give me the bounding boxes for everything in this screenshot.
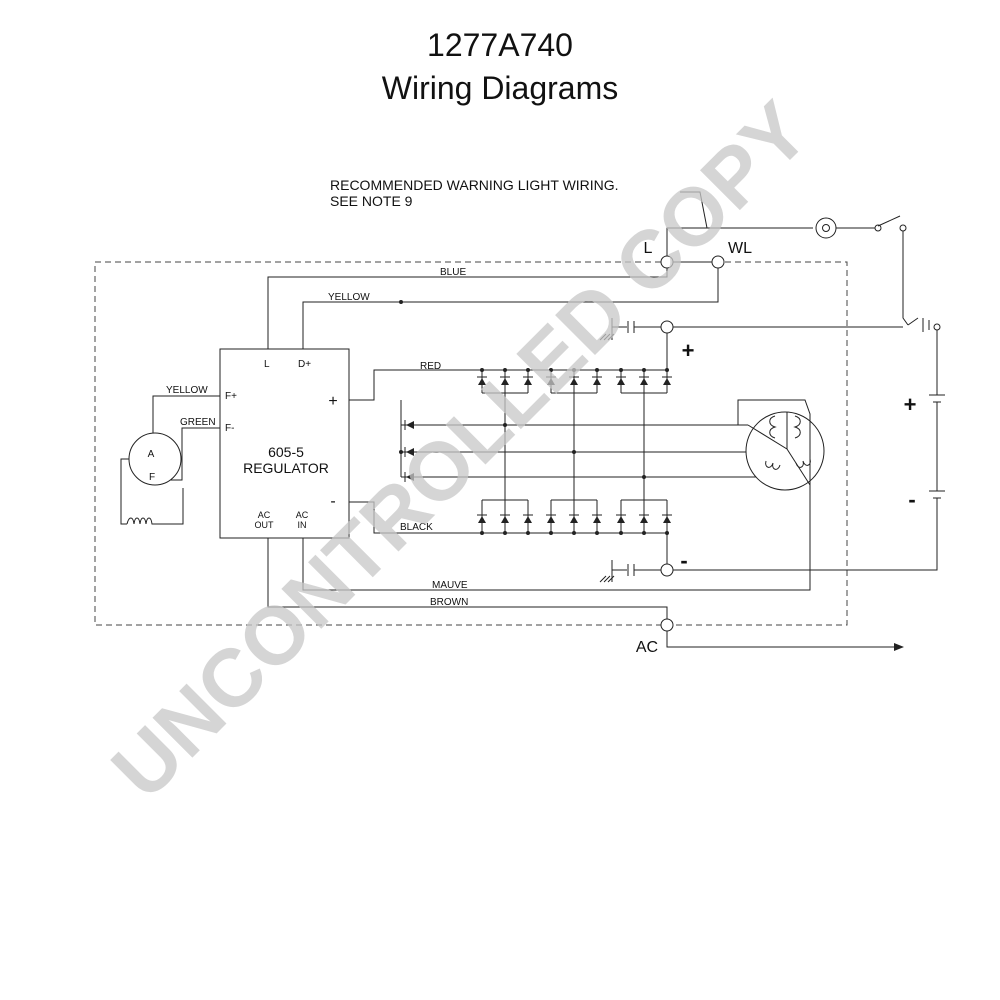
field-coil-icon xyxy=(126,488,184,525)
regulator-model: 605-5 xyxy=(268,444,304,460)
black-wire xyxy=(349,501,668,564)
regulator-box xyxy=(219,348,350,539)
negative-diode-4 xyxy=(547,516,555,523)
yellow-wire-label: YELLOW xyxy=(328,292,370,303)
negative-diode-1 xyxy=(478,516,486,523)
blue-wire xyxy=(267,268,668,349)
exciter-diode-3 xyxy=(406,473,414,481)
negative-diode-7 xyxy=(617,516,625,523)
regulator-ac-in-line1: AC xyxy=(296,510,309,520)
regulator-pin-plus: + xyxy=(328,393,337,410)
note-leader-line xyxy=(680,191,708,229)
mauve-wire xyxy=(302,485,811,591)
regulator-pin-f-minus: F- xyxy=(225,423,234,434)
positive-terminal-sign: + xyxy=(682,338,695,363)
regulator-pin-f-plus: F+ xyxy=(225,391,237,402)
rectifier-bridge xyxy=(399,368,810,535)
regulator-name: REGULATOR xyxy=(243,460,329,476)
terminal-negative xyxy=(660,563,674,577)
mauve-wire-label: MAUVE xyxy=(432,580,468,591)
positive-diode-5 xyxy=(570,378,578,385)
negative-diode-5 xyxy=(570,516,578,523)
green-wire-label: GREEN xyxy=(180,417,216,428)
battery-positive-sign: + xyxy=(904,392,917,417)
field-f-label: F xyxy=(149,472,155,483)
positive-diode-4 xyxy=(547,378,555,385)
positive-diode-3 xyxy=(524,378,532,385)
negative-diode-8 xyxy=(640,516,648,523)
regulator-ac-out-line1: AC xyxy=(258,510,271,520)
regulator-pin-l: L xyxy=(264,359,270,370)
regulator-ac-in-line2: IN xyxy=(298,520,307,530)
terminal-positive xyxy=(660,320,674,334)
terminal-ac-label: AC xyxy=(636,639,658,656)
positive-diode-2 xyxy=(501,378,509,385)
ignition-switch-contact-a xyxy=(874,224,882,232)
battery-cell-pos-icon xyxy=(929,394,945,403)
alternator-boundary xyxy=(94,261,848,626)
positive-diode-8 xyxy=(640,378,648,385)
warning-lamp-icon xyxy=(815,217,837,239)
part-number: 1277A740 xyxy=(427,27,573,63)
field-connector xyxy=(120,395,220,525)
negative-output-circuit xyxy=(599,560,674,583)
negative-terminal-sign: - xyxy=(680,548,687,573)
warning-light-circuit xyxy=(666,215,909,326)
ac-output-arrow xyxy=(666,631,904,651)
battery-cell-neg-icon xyxy=(929,490,945,499)
page-title: Wiring Diagrams xyxy=(382,70,618,106)
brown-wire-label: BROWN xyxy=(430,597,468,608)
field-a-label: A xyxy=(148,449,155,460)
stator-icon xyxy=(745,411,825,491)
negative-diode-9 xyxy=(663,516,671,523)
negative-diode-2 xyxy=(501,516,509,523)
see-note-9: SEE NOTE 9 xyxy=(330,193,413,209)
exciter-diode-1 xyxy=(406,421,414,429)
positive-diode-6 xyxy=(593,378,601,385)
warning-light-note: RECOMMENDED WARNING LIGHT WIRING. xyxy=(330,177,619,193)
battery-negative-sign: - xyxy=(908,487,915,512)
negative-diode-6 xyxy=(593,516,601,523)
capacitor-neg-icon xyxy=(627,564,635,576)
terminal-wl-label: WL xyxy=(728,240,752,257)
ignition-switch-contact-b xyxy=(899,224,907,232)
regulator-pin-minus: - xyxy=(330,493,335,510)
terminal-ac xyxy=(660,618,674,632)
ignition-switch-blade xyxy=(877,215,901,227)
red-wire xyxy=(349,333,668,401)
red-wire-label: RED xyxy=(420,361,441,372)
regulator-ac-out-line2: OUT xyxy=(255,520,275,530)
positive-diode-9 xyxy=(663,378,671,385)
stator xyxy=(737,399,825,590)
positive-diode-1 xyxy=(478,378,486,385)
terminal-l-label: L xyxy=(644,240,653,257)
yellow-wire xyxy=(302,268,719,349)
exciter-diode-2 xyxy=(406,448,414,456)
negative-diode-3 xyxy=(524,516,532,523)
blue-wire-label: BLUE xyxy=(440,267,466,278)
yellow-field-wire-label: YELLOW xyxy=(166,385,208,396)
uncontrolled-copy-watermark: UNCONTROLLED COPY xyxy=(95,85,826,816)
brown-wire xyxy=(267,538,668,619)
positive-output-circuit xyxy=(599,317,945,571)
regulator-pin-d-plus: D+ xyxy=(298,359,311,370)
black-wire-label: BLACK xyxy=(400,522,433,533)
positive-diode-7 xyxy=(617,378,625,385)
